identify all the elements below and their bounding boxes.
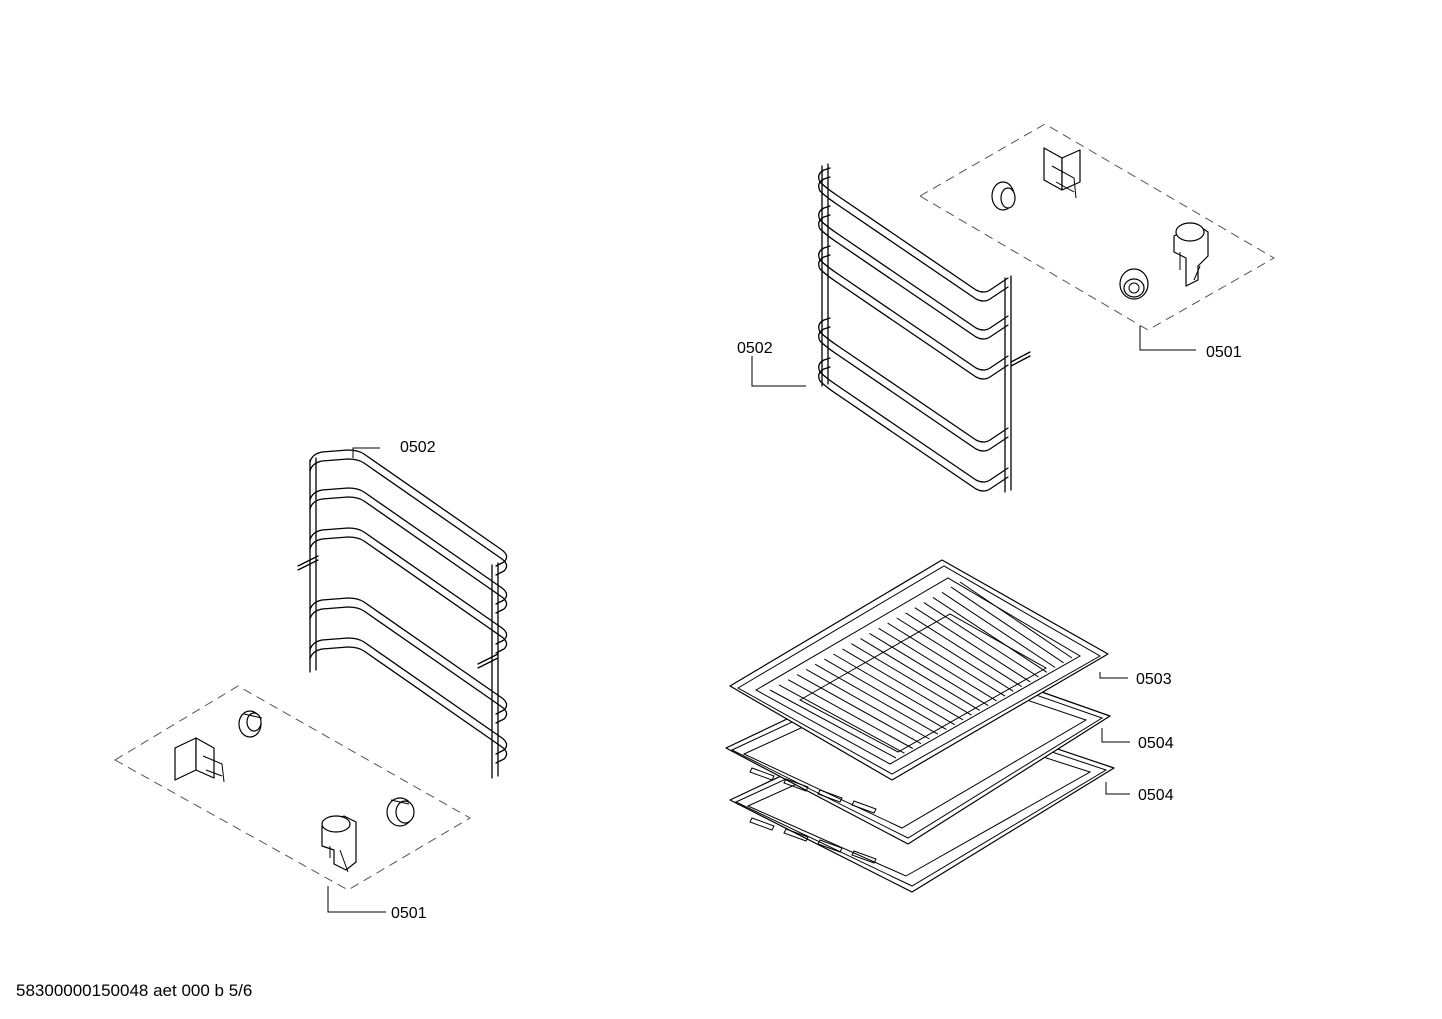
grid-bar bbox=[923, 602, 1039, 678]
grid-bar bbox=[950, 586, 1064, 664]
right-shelf-rail bbox=[818, 163, 1031, 493]
right-runner bbox=[818, 214, 1009, 340]
left-clip-set bbox=[114, 685, 471, 891]
label-right-clips: 0501 bbox=[1206, 344, 1242, 361]
grid-bar bbox=[959, 581, 1073, 659]
left-shelf-rail bbox=[297, 449, 508, 779]
right-runner bbox=[818, 167, 1009, 293]
right-clip-set bbox=[919, 123, 1275, 331]
tray-slot bbox=[749, 817, 775, 831]
grid-bar bbox=[932, 596, 1048, 673]
grid-bar bbox=[805, 668, 930, 740]
left-bracket-clip bbox=[174, 737, 225, 783]
grid-bar bbox=[814, 663, 939, 735]
left-round-knob bbox=[386, 797, 415, 827]
grid-bar bbox=[842, 648, 964, 721]
left-small-knob bbox=[238, 710, 263, 738]
right-runner bbox=[818, 245, 1009, 371]
wire-grid-shelf bbox=[729, 559, 1109, 781]
left-runner bbox=[309, 646, 508, 764]
right-small-knob bbox=[991, 181, 1016, 211]
grid-bar bbox=[860, 638, 981, 711]
label-left-clips: 0501 bbox=[391, 905, 427, 922]
left-runner bbox=[309, 606, 508, 724]
label-tray-upper: 0504 bbox=[1138, 735, 1174, 752]
grid-bar bbox=[833, 653, 955, 726]
right-runner bbox=[818, 317, 1009, 443]
grid-bar bbox=[905, 612, 1022, 688]
tray-slot bbox=[783, 778, 809, 792]
tray-slot bbox=[817, 789, 843, 803]
grid-bar bbox=[869, 632, 989, 707]
left-runner bbox=[309, 487, 508, 605]
drawing-id-footer: 58300000150048 aet 000 b 5/6 bbox=[16, 981, 253, 1000]
right-runner bbox=[818, 366, 1009, 492]
grid-bar bbox=[878, 627, 997, 702]
right-runner bbox=[818, 254, 1009, 380]
left-runner bbox=[309, 527, 508, 645]
left-runner bbox=[309, 597, 508, 715]
grid-bar bbox=[941, 591, 1056, 668]
label-grid: 0503 bbox=[1136, 671, 1172, 688]
right-runner bbox=[818, 326, 1009, 452]
left-runner bbox=[309, 496, 508, 614]
grid-bar bbox=[824, 658, 947, 730]
left-runner bbox=[309, 458, 508, 576]
grid-bar bbox=[851, 643, 972, 716]
right-hook-clip bbox=[1173, 222, 1209, 287]
right-runner bbox=[818, 205, 1009, 331]
tray-slot bbox=[817, 839, 843, 853]
grid-bar bbox=[787, 679, 914, 749]
right-runner bbox=[818, 357, 1009, 483]
left-runner bbox=[309, 637, 508, 755]
left-hook-clip bbox=[321, 815, 357, 873]
tray-slot bbox=[851, 800, 877, 814]
grid-bar bbox=[796, 674, 922, 745]
leader-lines bbox=[327, 326, 1196, 913]
grid-bar bbox=[769, 689, 897, 759]
left-runner bbox=[309, 449, 508, 567]
label-tray-lower: 0504 bbox=[1138, 787, 1174, 804]
tray-slot bbox=[749, 767, 775, 781]
label-right-rail: 0502 bbox=[737, 340, 773, 357]
grid-bar bbox=[887, 622, 1006, 697]
grid-bar bbox=[778, 684, 905, 754]
right-bracket-clip bbox=[1043, 147, 1081, 199]
right-round-knob bbox=[1119, 268, 1149, 300]
tray-slot bbox=[783, 828, 809, 842]
tray-slot bbox=[851, 850, 877, 864]
left-runner bbox=[309, 536, 508, 654]
grid-inner-frame bbox=[798, 613, 1048, 753]
grid-bar bbox=[896, 617, 1014, 692]
grid-bar bbox=[914, 607, 1031, 683]
right-runner bbox=[818, 176, 1009, 302]
label-left-rail: 0502 bbox=[400, 439, 436, 456]
